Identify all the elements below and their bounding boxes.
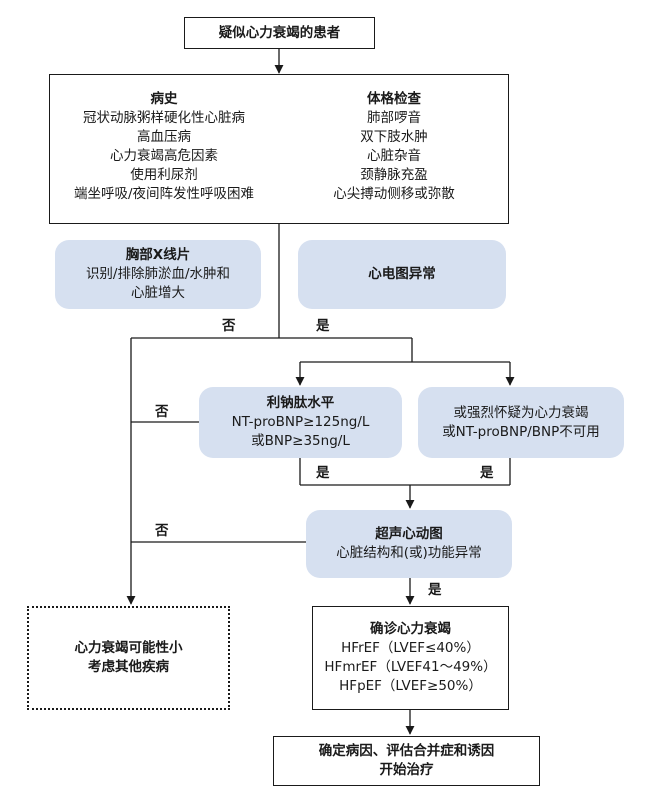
history-item: 高血压病 bbox=[137, 129, 191, 145]
label-no-xray: 否 bbox=[222, 318, 236, 334]
bnp-box: 利钠肽水平 NT-proBNP≥125ng/L 或BNP≥35ng/L bbox=[199, 387, 402, 458]
suspicion-line: 或NT-proBNP/BNP不可用 bbox=[442, 423, 600, 440]
history-item: 冠状动脉粥样硬化性心脏病 bbox=[83, 110, 245, 126]
suspicion-line: 或强烈怀疑为心力衰竭 bbox=[453, 404, 589, 421]
ecg-box: 心电图异常 bbox=[298, 240, 506, 309]
exam-item: 双下肢水肿 bbox=[360, 129, 428, 145]
diagnosis-box: 确诊心力衰竭 HFrEF（LVEF≤40%） HFmrEF（LVEF41～49%… bbox=[312, 606, 509, 710]
echo-box: 超声心动图 心脏结构和(或)功能异常 bbox=[306, 510, 512, 578]
unlikely-line: 心力衰竭可能性小 bbox=[74, 640, 183, 656]
exam-item: 肺部啰音 bbox=[367, 110, 421, 126]
exam-title: 体格检查 bbox=[367, 91, 421, 107]
history-item: 使用利尿剂 bbox=[130, 167, 198, 183]
history-title: 病史 bbox=[150, 91, 178, 107]
xray-title: 胸部X线片 bbox=[125, 247, 191, 263]
label-no-echo: 否 bbox=[155, 523, 169, 539]
treat-line: 开始治疗 bbox=[379, 762, 434, 778]
suspicion-box: 或强烈怀疑为心力衰竭 或NT-proBNP/BNP不可用 bbox=[418, 387, 624, 458]
unlikely-box: 心力衰竭可能性小 考虑其他疾病 bbox=[27, 606, 230, 710]
ecg-title: 心电图异常 bbox=[368, 266, 436, 282]
label-yes-ecg: 是 bbox=[316, 318, 330, 334]
echo-line: 心脏结构和(或)功能异常 bbox=[336, 545, 482, 561]
label-yes-suspicion: 是 bbox=[480, 465, 494, 481]
xray-box: 胸部X线片 识别/排除肺淤血/水肿和 心脏增大 bbox=[55, 240, 261, 309]
diagnosis-title: 确诊心力衰竭 bbox=[370, 621, 451, 637]
diagnosis-line: HFmrEF（LVEF41～49%） bbox=[324, 659, 497, 675]
treat-line: 确定病因、评估合并症和诱因 bbox=[318, 743, 495, 759]
label-no-bnp: 否 bbox=[155, 404, 169, 420]
xray-line: 心脏增大 bbox=[131, 285, 185, 301]
exam-item: 心尖搏动侧移或弥散 bbox=[333, 186, 455, 202]
exam-item: 颈静脉充盈 bbox=[360, 167, 428, 183]
assessment-box bbox=[49, 74, 509, 224]
history-item: 心力衰竭高危因素 bbox=[110, 148, 218, 164]
xray-line: 识别/排除肺淤血/水肿和 bbox=[85, 266, 231, 282]
diagnosis-line: HFpEF（LVEF≥50%） bbox=[339, 678, 482, 694]
label-yes-echo: 是 bbox=[428, 582, 442, 598]
bnp-line: NT-proBNP≥125ng/L bbox=[231, 414, 370, 430]
history-section: 病史 冠状动脉粥样硬化性心脏病 高血压病 心力衰竭高危因素 使用利尿剂 端坐呼吸… bbox=[49, 90, 279, 204]
bnp-title: 利钠肽水平 bbox=[266, 395, 335, 411]
echo-title: 超声心动图 bbox=[375, 526, 443, 542]
start-text: 疑似心力衰竭的患者 bbox=[218, 24, 341, 41]
exam-section: 体格检查 肺部啰音 双下肢水肿 心脏杂音 颈静脉充盈 心尖搏动侧移或弥散 bbox=[279, 90, 509, 204]
unlikely-line: 考虑其他疾病 bbox=[88, 659, 169, 675]
exam-item: 心脏杂音 bbox=[367, 148, 421, 164]
diagnosis-line: HFrEF（LVEF≤40%） bbox=[341, 640, 480, 656]
start-box: 疑似心力衰竭的患者 bbox=[184, 17, 375, 49]
treat-box: 确定病因、评估合并症和诱因 开始治疗 bbox=[273, 736, 540, 786]
label-yes-bnp: 是 bbox=[316, 465, 330, 481]
bnp-line: 或BNP≥35ng/L bbox=[251, 433, 350, 449]
history-item: 端坐呼吸/夜间阵发性呼吸困难 bbox=[73, 186, 255, 202]
